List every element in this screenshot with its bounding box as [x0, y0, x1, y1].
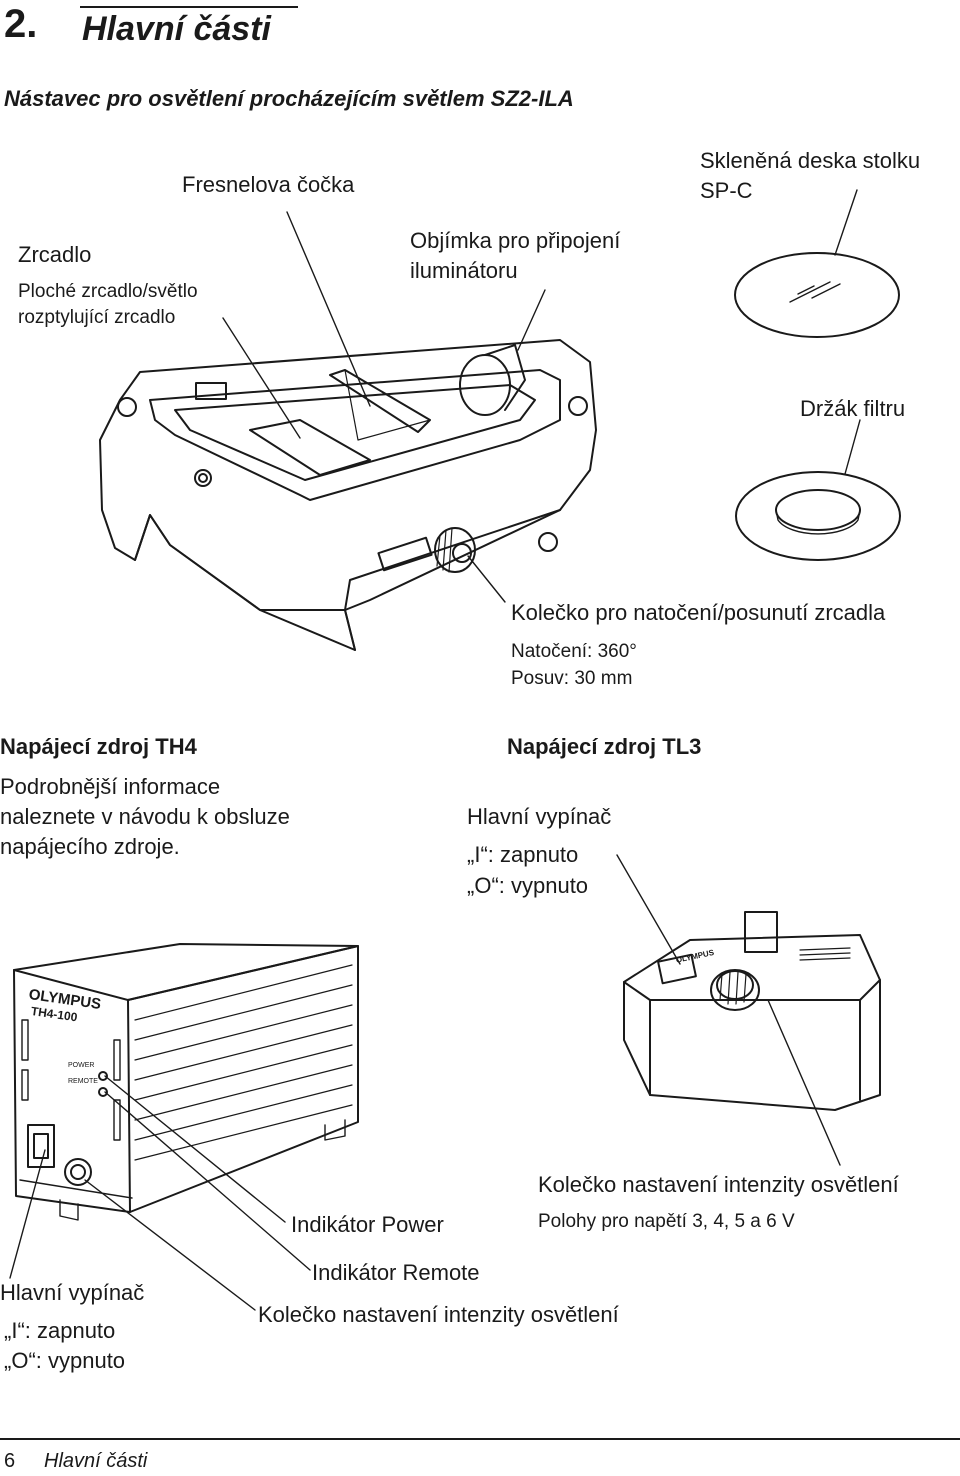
mirror-sublabel-line1: Ploché zrcadlo/světlo	[18, 281, 198, 302]
tl3-switch-on: „I“: zapnuto	[467, 842, 579, 867]
footer-rule	[0, 1438, 960, 1440]
chapter-rule	[80, 6, 298, 8]
tl3-main-switch-label: Hlavní vypínač	[467, 804, 612, 829]
tl3-voltage-positions: Polohy pro napětí 3, 4, 5 a 6 V	[538, 1211, 795, 1232]
th4-title: Napájecí zdroj TH4	[0, 734, 197, 759]
power-supply-leader-lines	[9, 854, 841, 1311]
chapter-title: Hlavní části	[82, 10, 271, 48]
mirror-knob-rotation: Natočení: 360°	[511, 641, 637, 662]
mirror-knob-label: Kolečko pro natočení/posunutí zrcadla	[511, 600, 886, 625]
chapter-number: 2.	[4, 2, 38, 46]
mirror-sublabel-line2: rozptylující zrcadlo	[18, 307, 176, 328]
th4-info-line1: Podrobnější informace	[0, 774, 221, 799]
glass-plate-label-line2: SP-C	[700, 178, 753, 203]
illuminator-base-drawing	[99, 339, 597, 651]
tl3-power-supply-drawing	[623, 911, 881, 1111]
th4-switch-on: „I“: zapnuto	[4, 1318, 116, 1343]
th4-power-led-label: POWER	[68, 1062, 95, 1069]
fresnel-lens-label: Fresnelova čočka	[182, 172, 355, 197]
mirror-label: Zrcadlo	[18, 242, 92, 267]
mirror-knob-shift: Posuv: 30 mm	[511, 668, 633, 689]
glass-plate-label-line1: Skleněná deska stolku	[700, 148, 921, 173]
tl3-title: Napájecí zdroj TL3	[507, 734, 702, 759]
section-title: Nástavec pro osvětlení procházejícím svě…	[4, 86, 574, 111]
filter-holder-drawing	[735, 471, 901, 561]
th4-indicator-remote-label: Indikátor Remote	[312, 1260, 480, 1285]
th4-info-line3: napájecího zdroje.	[0, 834, 180, 859]
footer-running-title: Hlavní části	[44, 1450, 148, 1472]
filter-holder-label: Držák filtru	[800, 396, 906, 421]
tl3-switch-off: „O“: vypnuto	[467, 873, 589, 898]
th4-intensity-knob-label: Kolečko nastavení intenzity osvětlení	[258, 1302, 619, 1327]
th4-switch-off: „O“: vypnuto	[4, 1348, 126, 1373]
th4-power-supply-drawing	[13, 943, 359, 1221]
th4-main-switch-label: Hlavní vypínač	[0, 1280, 145, 1305]
tl3-intensity-knob-label: Kolečko nastavení intenzity osvětlení	[538, 1172, 899, 1197]
illuminator-leader-lines	[222, 189, 861, 603]
mount-label-line1: Objímka pro připojení	[410, 228, 621, 253]
th4-indicator-power-label: Indikátor Power	[291, 1212, 444, 1237]
glass-plate-drawing	[734, 252, 900, 338]
th4-remote-led-label: REMOTE	[68, 1078, 98, 1085]
footer-page-number: 6	[4, 1450, 16, 1472]
mount-label-line2: iluminátoru	[410, 258, 518, 283]
th4-info-line2: naleznete v návodu k obsluze	[0, 804, 290, 829]
